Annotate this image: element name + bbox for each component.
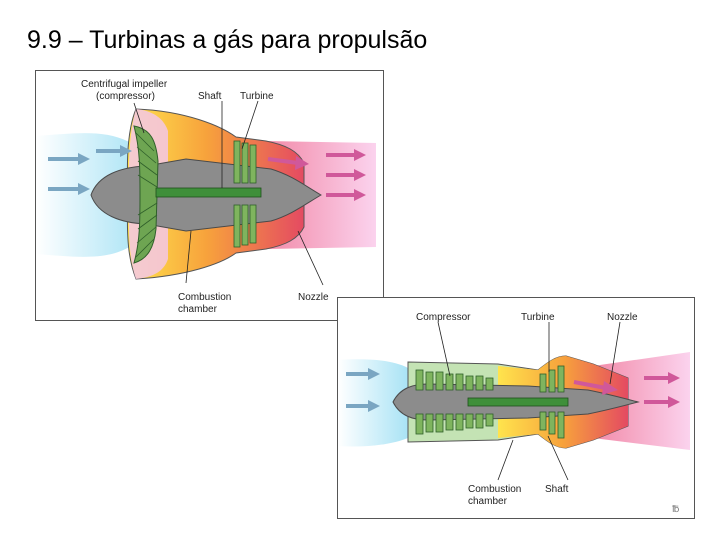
axial-turbojet-diagram: Compressor Turbine Nozzle Combustion cha… — [337, 297, 695, 519]
intake-arrows — [346, 368, 380, 412]
label-centrifugal-impeller: Centrifugal impeller — [81, 79, 168, 90]
exhaust-arrows — [267, 149, 366, 201]
label-turbine: Turbine — [240, 91, 274, 102]
turbine-stages — [233, 140, 257, 248]
slide-title: 9.9 – Turbinas a gás para propulsão — [27, 26, 428, 54]
centrifugal-impeller — [133, 125, 159, 264]
exhaust-arrows — [573, 372, 680, 408]
label-compressor: (compressor) — [96, 91, 155, 102]
intake-arrows — [48, 145, 132, 195]
turbine-stages — [539, 365, 565, 439]
label-shaft: Shaft — [198, 91, 222, 102]
label-combustion: Combustion — [178, 292, 231, 303]
centrifugal-turbojet-diagram: Centrifugal impeller (compressor) Shaft … — [35, 70, 384, 321]
label-chamber: chamber — [468, 496, 508, 507]
credit-mark: ℔ — [672, 504, 679, 514]
label-turbine: Turbine — [521, 312, 555, 323]
shaft — [155, 187, 262, 198]
label-nozzle: Nozzle — [607, 312, 638, 323]
label-combustion: Combustion — [468, 484, 521, 495]
label-nozzle: Nozzle — [298, 292, 329, 303]
shaft — [467, 397, 569, 407]
compressor-stages — [415, 369, 494, 435]
label-compressor: Compressor — [416, 312, 471, 323]
label-chamber: chamber — [178, 304, 218, 315]
label-shaft: Shaft — [545, 484, 569, 495]
intake-airflow — [36, 133, 131, 257]
